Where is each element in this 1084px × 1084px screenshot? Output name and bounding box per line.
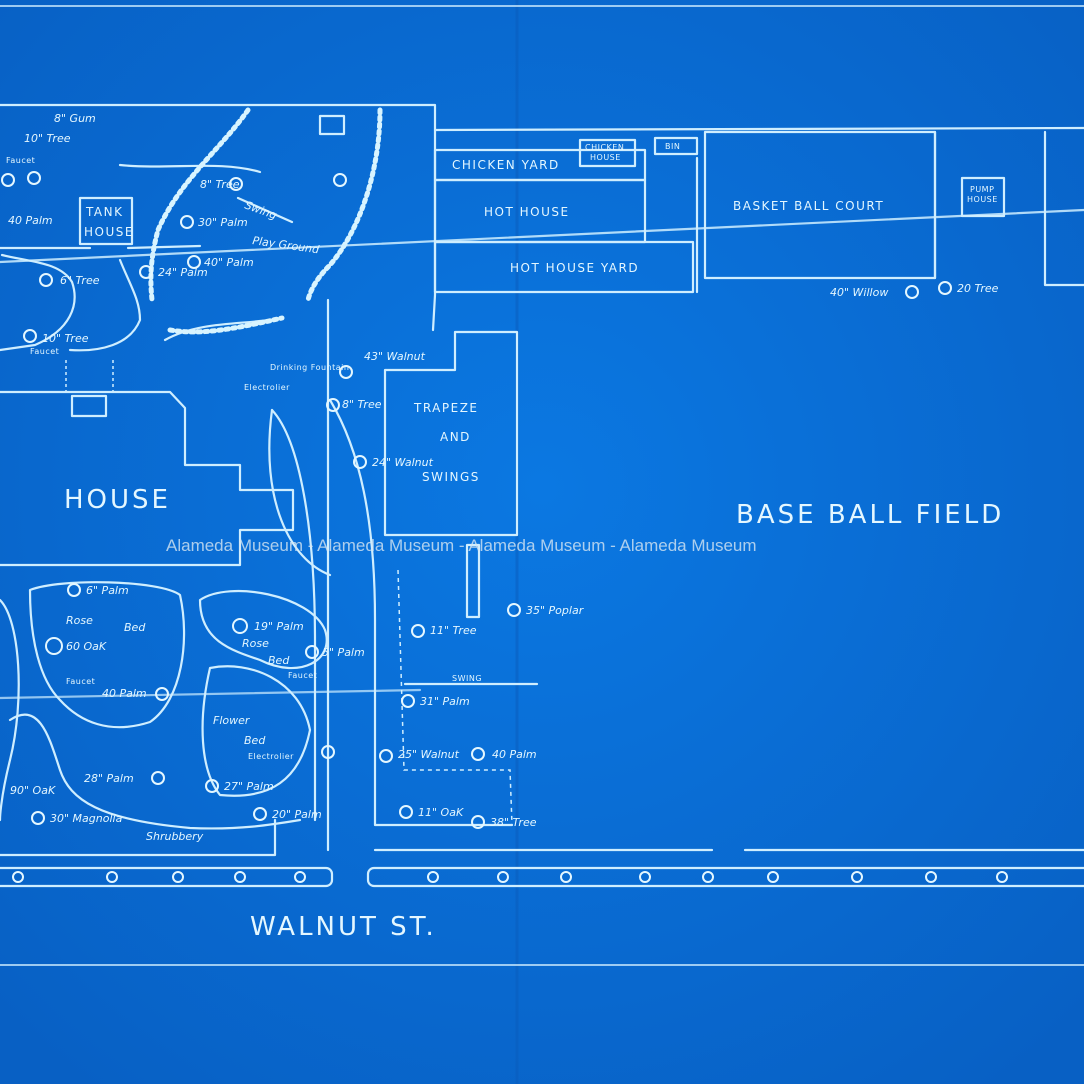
rose-bed-1 [28,581,186,729]
chicken-house [578,138,637,168]
hot-house-yard-label: HOT HOUSE YARD [510,261,639,275]
tree-symbols [1,171,952,829]
trapeze-label-2: AND [440,430,471,444]
tree-label: 24" Walnut [372,456,434,469]
swing-bar [236,196,294,224]
flower-bed [201,665,312,797]
rose-bed-2b: Bed [268,654,290,667]
property-line [433,126,1084,132]
base-ball-field-label: BASE BALL FIELD [736,500,1004,530]
right-boxes [933,130,1084,287]
basket-ball-court-label: BASKET BALL COURT [733,199,884,213]
tree-label: 6" Palm [86,584,129,597]
chicken-house-label-2: HOUSE [590,153,621,162]
tree-label: 24" Palm [158,266,208,279]
faucet-2: Faucet [30,347,59,356]
shrubbery-label: Shrubbery [146,830,204,843]
tree-label: 30" Magnolia [50,812,123,825]
tree-label: 6" Tree [60,274,100,287]
rose-bed-1b: Bed [124,621,146,634]
survey-line [0,208,1084,264]
trapeze-label-1: TRAPEZE [413,401,479,415]
tree-label: 19" Palm [254,620,304,633]
tree-label: 40 Palm [8,214,53,227]
tree-label: 40 Palm [102,687,147,700]
chicken-yard-label: CHICKEN YARD [452,158,560,172]
sidewalk-right [366,866,1084,888]
hot-house-yard [433,240,695,294]
survey-line-2 [0,688,422,700]
left-bed [0,598,20,822]
street-trees [12,871,1008,883]
slide [465,543,481,619]
tree-label: 27" Palm [224,780,274,793]
trapeze-area [383,330,519,537]
drive-curve [268,408,332,577]
flower-bed-a: Flower [213,714,251,727]
faucet-4: Faucet [288,671,317,680]
flower-bed-b: Bed [244,734,266,747]
small-box [318,114,346,136]
tree-label: 20 Tree [957,282,999,295]
tree-label: 38" Tree [490,816,537,829]
tree-label: 31" Palm [420,695,470,708]
walnut-st-label: WALNUT ST. [250,912,437,942]
tree-label: 11" Tree [430,624,477,637]
tank-house-label-1: TANK [85,205,123,219]
tree-label: 40" Palm [204,256,254,269]
tree-label: 20" Palm [272,808,322,821]
tree-label: 40 Palm [492,748,537,761]
tree-label: 40" Willow [830,286,888,299]
tree-label: 5" Palm [322,646,365,659]
pump-house-label-2: HOUSE [967,195,998,204]
watermark: Alameda Museum - Alameda Museum - Alamed… [166,536,757,555]
rose-bed-2 [198,589,328,670]
hot-house-label: HOT HOUSE [484,205,570,219]
tank-house-label-2: HOUSE [84,225,134,239]
faucet-1: Faucet [6,156,35,165]
faucet-3: Faucet [66,677,95,686]
lawn-outline-2 [68,258,142,352]
front-line [0,818,277,857]
swing-label: SWING [452,674,482,683]
bin-label: BIN [665,142,680,151]
tree-label: 8" Gum [54,112,96,125]
tree-label: 10" Tree [42,332,89,345]
electrolier-1: Electrolier [244,383,290,392]
bin [653,136,699,156]
tree-label: 30" Palm [198,216,248,229]
chicken-house-label-1: CHICKEN [585,143,624,152]
tree-label: 60 OaK [66,640,107,653]
walk-path [118,163,262,174]
curved-path-2 [305,107,383,303]
hedge-path [167,315,285,335]
tree-label: 25" Walnut [398,748,460,761]
house-label: HOUSE [64,485,171,515]
curved-path [148,107,251,303]
house-outline [0,390,295,567]
rose-bed-2a: Rose [242,637,269,650]
house-steps [70,394,108,418]
tree-label: 43" Walnut [364,350,426,363]
drive-curve-2 [328,398,514,827]
tree-label: 10" Tree [24,132,71,145]
sidewalk-left [0,866,334,888]
tree-label: 90" OaK [10,784,56,797]
pump-house [960,176,1006,218]
tree-labels: 8" Gum 10" Tree 40 Palm 6" Tree 8" Tree … [8,112,999,829]
tree-label: 35" Poplar [526,604,585,617]
yard-line [0,244,202,250]
electrolier-2: Electrolier [248,752,294,761]
tree-label: 28" Palm [84,772,134,785]
tree-label: 8" Tree [200,178,240,191]
trapeze-label-3: SWINGS [422,470,480,484]
drinking-fountain: Drinking Fountain [270,363,349,372]
pump-house-label-1: PUMP [970,185,994,194]
tree-label: 11" OaK [418,806,464,819]
tank-house [78,196,134,246]
rose-bed-1a: Rose [66,614,93,627]
shrubbery-outline [8,713,302,830]
tree-label: 8" Tree [342,398,382,411]
